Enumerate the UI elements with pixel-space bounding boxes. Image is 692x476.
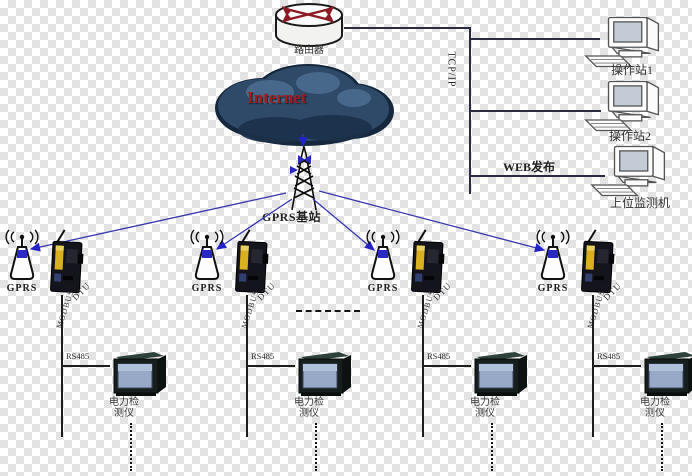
router-label: 路由器 bbox=[294, 45, 324, 56]
base-station-tower-icon bbox=[290, 146, 317, 211]
monitor-host-label: 上位监测机 bbox=[609, 196, 670, 210]
gprs-antenna-label: GPRS bbox=[6, 283, 38, 294]
gprs-branch-1: GPRS MODBUS DTU RS485 电力检 测仪 bbox=[0, 225, 182, 476]
gprs-antenna-icon bbox=[190, 229, 224, 280]
router-to-lan-line bbox=[344, 27, 470, 29]
web-publish-label: WEB发布 bbox=[503, 160, 556, 174]
power-meter-icon bbox=[113, 352, 166, 396]
dtu-icon bbox=[50, 229, 84, 294]
base-station-label: GPRS基站 bbox=[262, 210, 322, 224]
meter-label: 电力检 测仪 bbox=[470, 397, 500, 419]
rs485-label: RS485 bbox=[427, 351, 451, 361]
gprs-branch-4: GPRS MODBUS DTU RS485 电力检 测仪 bbox=[531, 225, 692, 476]
more-meters-dotted-line bbox=[491, 423, 493, 471]
router-icon bbox=[275, 3, 343, 47]
gprs-antenna-icon bbox=[5, 229, 39, 280]
internet-label: Internet bbox=[247, 88, 307, 107]
gprs-branch-2: GPRS MODBUS DTU RS485 电力检 测仪 bbox=[185, 225, 367, 476]
gprs-antenna-label: GPRS bbox=[537, 283, 569, 294]
line-to-workstation1 bbox=[469, 38, 600, 40]
internet-cloud-icon bbox=[215, 64, 394, 146]
dtu-icon bbox=[235, 229, 269, 294]
gprs-antenna-icon bbox=[536, 229, 570, 280]
gprs-antenna-label: GPRS bbox=[191, 283, 223, 294]
workstation2-label: 操作站2 bbox=[608, 129, 651, 143]
rs485-label: RS485 bbox=[66, 351, 90, 361]
rs485-stub-line bbox=[592, 365, 641, 367]
gprs-antenna-label: GPRS bbox=[367, 283, 399, 294]
gprs-branch-3: GPRS MODBUS DTU RS485 电力检 测仪 bbox=[361, 225, 543, 476]
workstation1-label: 操作站1 bbox=[610, 63, 653, 77]
gprs-antenna-icon bbox=[366, 229, 400, 280]
line-to-monitor-host bbox=[469, 175, 605, 177]
dtu-icon bbox=[581, 229, 615, 294]
more-meters-dotted-line bbox=[315, 423, 317, 471]
meter-label: 电力检 测仪 bbox=[109, 397, 139, 419]
monitor-host-icon bbox=[590, 145, 666, 197]
line-to-workstation2 bbox=[469, 110, 601, 112]
meter-label: 电力检 测仪 bbox=[640, 397, 670, 419]
dtu-icon bbox=[411, 229, 445, 294]
workstation2-icon bbox=[584, 80, 660, 132]
workstation1-icon bbox=[584, 16, 660, 68]
rs485-label: RS485 bbox=[251, 351, 275, 361]
power-meter-icon bbox=[644, 352, 692, 396]
power-meter-icon bbox=[298, 352, 351, 396]
more-meters-dotted-line bbox=[130, 423, 132, 471]
rs485-stub-line bbox=[246, 365, 295, 367]
rs485-stub-line bbox=[61, 365, 110, 367]
rs485-label: RS485 bbox=[597, 351, 621, 361]
power-meter-icon bbox=[474, 352, 527, 396]
more-meters-dotted-line bbox=[661, 423, 663, 471]
rs485-stub-line bbox=[422, 365, 471, 367]
ellipsis-dashed-line bbox=[296, 310, 360, 312]
meter-label: 电力检 测仪 bbox=[294, 397, 324, 419]
